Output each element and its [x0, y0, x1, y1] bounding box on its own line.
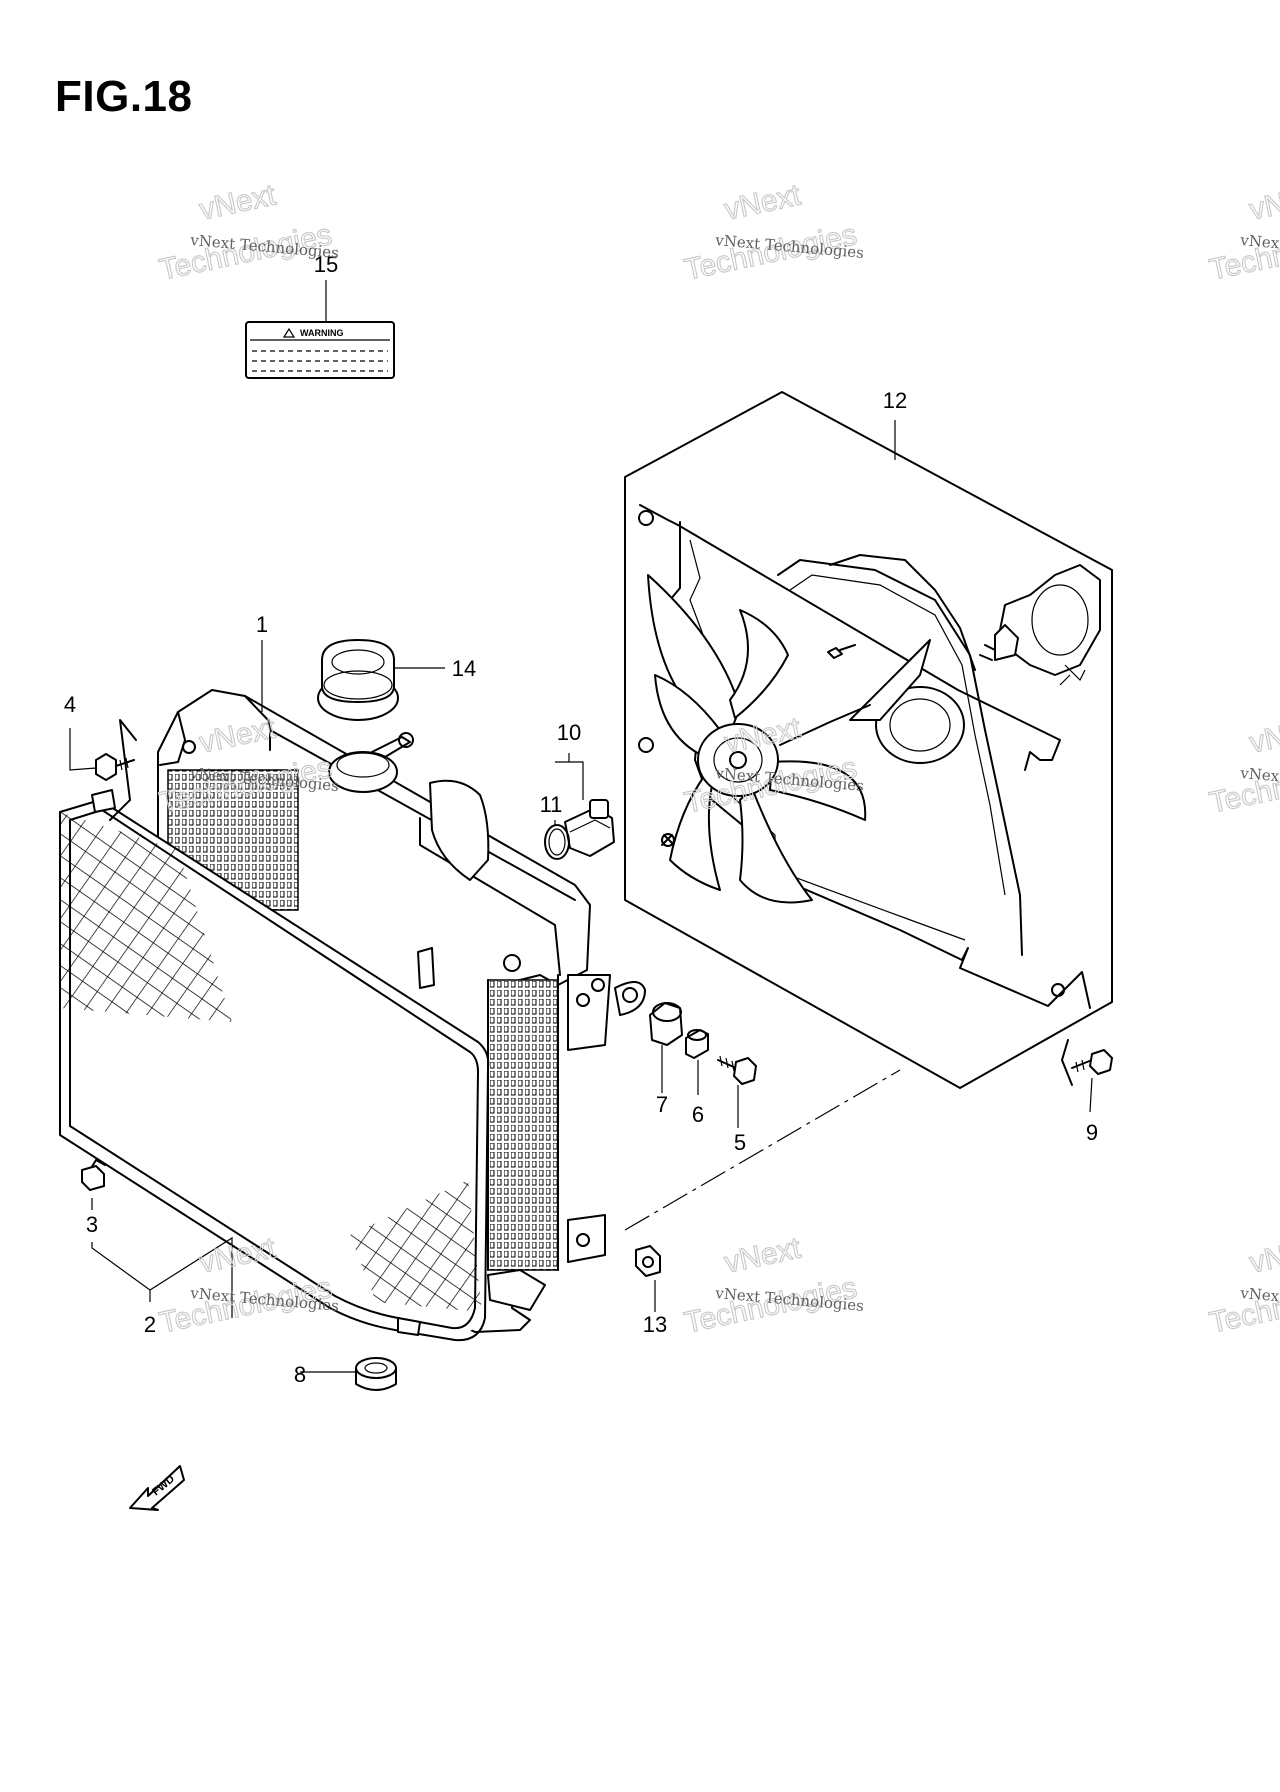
svg-text:vNext: vNext	[722, 1231, 805, 1279]
callout-4: 4	[64, 692, 76, 717]
svg-text:vNext: vNext	[1247, 711, 1280, 759]
callout-3: 3	[86, 1212, 98, 1237]
warning-label: WARNING	[245, 321, 395, 379]
callout-7: 7	[656, 1092, 668, 1117]
svg-text:vNext: vNext	[197, 178, 280, 226]
leader-lines	[69, 280, 1093, 1373]
nut-clip	[635, 1245, 661, 1277]
callout-13: 13	[643, 1312, 667, 1337]
mounting-grommet	[355, 1357, 397, 1391]
callout-12: 12	[883, 388, 907, 413]
clip-3	[81, 1165, 105, 1191]
callout-9: 9	[1086, 1120, 1098, 1145]
callout-11: 11	[540, 792, 563, 817]
bolt-9	[1061, 1039, 1113, 1086]
fwd-arrow: FWD	[129, 1465, 185, 1511]
svg-text:Technologies: Technologies	[1207, 218, 1280, 287]
fan-shroud-assembly	[624, 391, 1113, 1089]
svg-text:vNext: vNext	[197, 1231, 280, 1279]
svg-text:vNext: vNext	[1247, 178, 1280, 226]
bolt-4	[95, 719, 137, 821]
callout-2: 2	[144, 1312, 156, 1337]
bolt-5	[717, 1055, 757, 1085]
callout-5: 5	[734, 1130, 746, 1155]
svg-text:vNext: vNext	[722, 178, 805, 226]
svg-text:vNext: vNext	[1247, 1231, 1280, 1279]
callout-14: 14	[452, 656, 476, 681]
svg-text:Technologies: Technologies	[1207, 1271, 1280, 1340]
callout-15: 15	[314, 252, 338, 277]
cushion	[649, 1002, 683, 1046]
callout-1: 1	[256, 612, 268, 637]
svg-text:Technologies: Technologies	[1207, 751, 1280, 820]
callout-10: 10	[557, 720, 581, 745]
warning-label-text: WARNING	[300, 328, 344, 338]
figure-title: FIG.18	[55, 72, 193, 121]
callout-6: 6	[692, 1102, 704, 1127]
callout-8: 8	[294, 1362, 306, 1387]
collar	[685, 1029, 709, 1059]
o-ring	[544, 824, 570, 860]
thermo-switch	[564, 799, 615, 857]
radiator-cap	[317, 639, 399, 721]
